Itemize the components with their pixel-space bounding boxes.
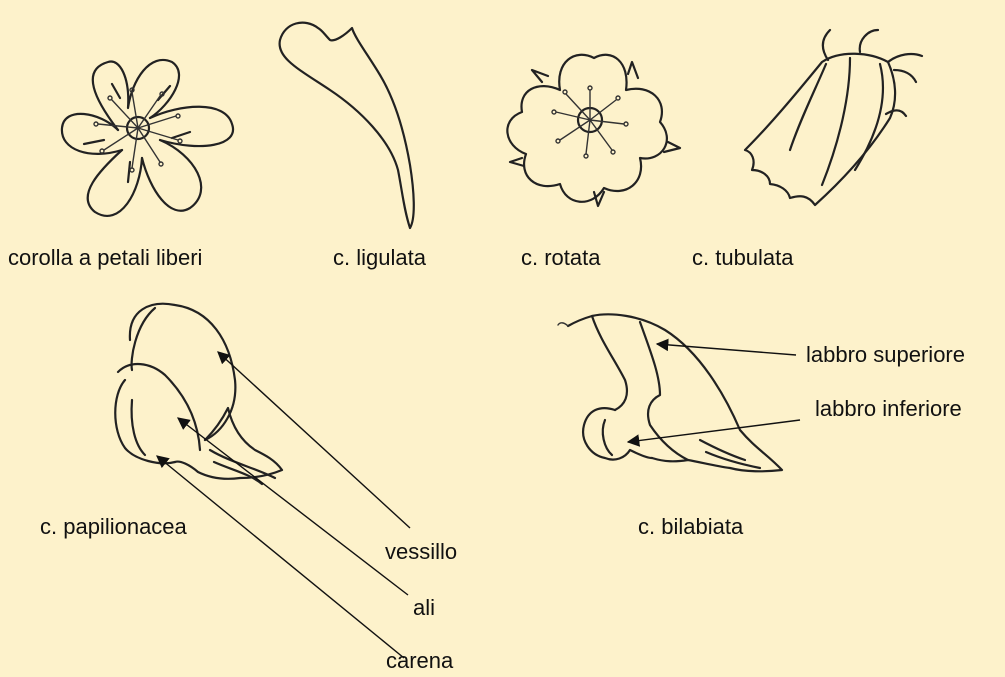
lower-lip-label: labbro inferiore	[815, 398, 962, 420]
free-petal-corolla-caption: corolla a petali liberi	[8, 247, 202, 269]
bilabiate-corolla-caption: c. bilabiata	[638, 516, 743, 538]
upper-lip-label: labbro superiore	[806, 344, 965, 366]
tubular-corolla-caption: c. tubulata	[692, 247, 794, 269]
bilabiate-corolla-drawing	[558, 314, 782, 471]
keel-label: carena	[386, 650, 453, 672]
papilionaceous-corolla-drawing	[115, 304, 282, 484]
tubular-corolla-drawing	[745, 30, 922, 205]
carena-pointer	[157, 456, 404, 658]
vessillo-pointer	[218, 352, 410, 528]
wings-label: ali	[413, 597, 435, 619]
ali-pointer	[178, 418, 408, 595]
ligulate-corolla-caption: c. ligulata	[333, 247, 426, 269]
standard-petal-label: vessillo	[385, 541, 457, 563]
ligulate-corolla-drawing	[280, 23, 414, 228]
papilionaceous-corolla-caption: c. papilionacea	[40, 516, 187, 538]
rotate-corolla-drawing	[507, 55, 680, 206]
rotate-corolla-caption: c. rotata	[521, 247, 600, 269]
upper-lip-pointer	[657, 344, 796, 355]
free-petal-corolla-drawing	[62, 60, 233, 216]
pointer-lines	[157, 344, 800, 658]
